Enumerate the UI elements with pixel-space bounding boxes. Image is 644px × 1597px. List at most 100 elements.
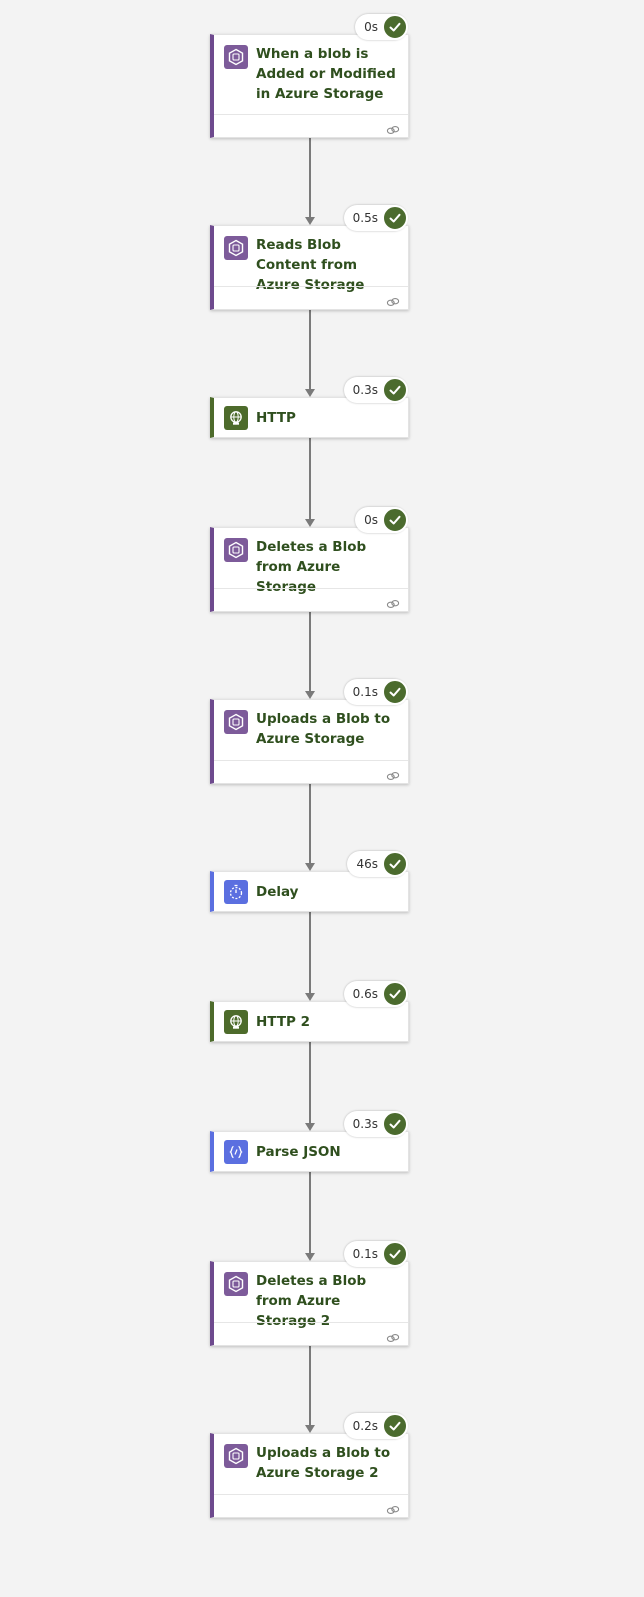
step-header[interactable]: Parse JSON	[214, 1132, 408, 1172]
step-header[interactable]: Uploads a Blob to Azure Storage 2	[214, 1434, 408, 1494]
connection-link-icon[interactable]	[386, 1329, 400, 1342]
step-footer	[214, 588, 408, 613]
success-check-icon	[382, 507, 408, 533]
azure-storage-icon	[224, 538, 248, 562]
step-header[interactable]: Deletes a Blob from Azure Storage 2	[214, 1262, 408, 1329]
connector-arrow	[305, 217, 315, 225]
step-title: HTTP	[256, 410, 296, 426]
duration-label: 0s	[364, 20, 378, 34]
run-status-badge[interactable]: 0.1s	[343, 1241, 408, 1267]
run-status-badge[interactable]: 0s	[355, 507, 408, 533]
connector-line	[309, 138, 311, 217]
step-header[interactable]: When a blob is Added or Modified in Azur…	[214, 35, 408, 114]
step-header[interactable]: Deletes a Blob from Azure Storage	[214, 528, 408, 595]
connector-arrow	[305, 863, 315, 871]
timer-icon	[224, 880, 248, 904]
step-title: Deletes a Blob from Azure Storage	[256, 539, 367, 595]
step-title: HTTP 2	[256, 1014, 311, 1030]
step-title: When a blob is Added or Modified in Azur…	[256, 46, 396, 102]
success-check-icon	[382, 1111, 408, 1137]
success-check-icon	[382, 679, 408, 705]
success-check-icon	[382, 377, 408, 403]
connector-arrow	[305, 691, 315, 699]
step-title: Uploads a Blob to Azure Storage	[256, 711, 391, 747]
workflow-step-card[interactable]: Delay	[210, 871, 409, 912]
step-footer	[214, 1322, 408, 1347]
step-header[interactable]: HTTP	[214, 398, 408, 438]
step-header[interactable]: Reads Blob Content from Azure Storage	[214, 226, 408, 293]
workflow-step-card[interactable]: Uploads a Blob to Azure Storage	[210, 699, 409, 784]
run-status-badge[interactable]: 0.6s	[343, 981, 408, 1007]
azure-storage-icon	[224, 1272, 248, 1296]
run-status-badge[interactable]: 0.3s	[343, 1111, 408, 1137]
success-check-icon	[382, 851, 408, 877]
run-status-badge[interactable]: 0.3s	[343, 377, 408, 403]
run-status-badge[interactable]: 0s	[355, 14, 408, 40]
duration-label: 0.5s	[352, 211, 378, 225]
step-header[interactable]: HTTP 2	[214, 1002, 408, 1042]
workflow-step-card[interactable]: When a blob is Added or Modified in Azur…	[210, 34, 409, 138]
duration-label: 0.6s	[352, 987, 378, 1001]
connection-link-icon[interactable]	[386, 293, 400, 306]
connector-line	[309, 1042, 311, 1123]
duration-label: 0.2s	[352, 1419, 378, 1433]
success-check-icon	[382, 14, 408, 40]
connector-line	[309, 912, 311, 993]
run-status-badge[interactable]: 0.1s	[343, 679, 408, 705]
run-status-badge[interactable]: 0.2s	[343, 1413, 408, 1439]
connector-arrow	[305, 519, 315, 527]
connector-arrow	[305, 1425, 315, 1433]
connector-arrow	[305, 389, 315, 397]
workflow-step-card[interactable]: Deletes a Blob from Azure Storage	[210, 527, 409, 612]
connection-link-icon[interactable]	[386, 1501, 400, 1514]
connector-arrow	[305, 1253, 315, 1261]
azure-storage-icon	[224, 1444, 248, 1468]
step-footer	[214, 114, 408, 139]
connection-link-icon[interactable]	[386, 767, 400, 780]
step-footer	[214, 760, 408, 785]
success-check-icon	[382, 1241, 408, 1267]
connector-line	[309, 438, 311, 519]
step-title: Reads Blob Content from Azure Storage	[256, 237, 365, 293]
connector-line	[309, 784, 311, 863]
duration-label: 0s	[364, 513, 378, 527]
workflow-step-card[interactable]: Parse JSON	[210, 1131, 409, 1172]
duration-label: 0.3s	[352, 1117, 378, 1131]
workflow-step-card[interactable]: HTTP	[210, 397, 409, 438]
success-check-icon	[382, 981, 408, 1007]
connection-link-icon[interactable]	[386, 121, 400, 134]
step-title: Parse JSON	[256, 1144, 341, 1160]
connector-arrow	[305, 993, 315, 1001]
azure-storage-icon	[224, 45, 248, 69]
step-header[interactable]: Uploads a Blob to Azure Storage	[214, 700, 408, 760]
step-footer	[214, 1494, 408, 1519]
run-status-badge[interactable]: 0.5s	[343, 205, 408, 231]
azure-storage-icon	[224, 236, 248, 260]
duration-label: 0.1s	[352, 685, 378, 699]
step-title: Delay	[256, 884, 299, 900]
azure-storage-icon	[224, 710, 248, 734]
connector-line	[309, 612, 311, 691]
step-header[interactable]: Delay	[214, 872, 408, 912]
step-title: Uploads a Blob to Azure Storage 2	[256, 1445, 391, 1481]
workflow-step-card[interactable]: HTTP 2	[210, 1001, 409, 1042]
connector-line	[309, 1346, 311, 1425]
connector-line	[309, 310, 311, 389]
parse-json-icon	[224, 1140, 248, 1164]
connector-arrow	[305, 1123, 315, 1131]
workflow-step-card[interactable]: Uploads a Blob to Azure Storage 2	[210, 1433, 409, 1518]
step-footer	[214, 286, 408, 311]
workflow-step-card[interactable]: Deletes a Blob from Azure Storage 2	[210, 1261, 409, 1346]
workflow-step-card[interactable]: Reads Blob Content from Azure Storage	[210, 225, 409, 310]
http-globe-icon	[224, 406, 248, 430]
success-check-icon	[382, 1413, 408, 1439]
success-check-icon	[382, 205, 408, 231]
step-title: Deletes a Blob from Azure Storage 2	[256, 1273, 367, 1329]
connection-link-icon[interactable]	[386, 595, 400, 608]
duration-label: 0.3s	[352, 383, 378, 397]
connector-line	[309, 1172, 311, 1253]
run-status-badge[interactable]: 46s	[347, 851, 408, 877]
duration-label: 46s	[356, 857, 378, 871]
http-globe-icon	[224, 1010, 248, 1034]
